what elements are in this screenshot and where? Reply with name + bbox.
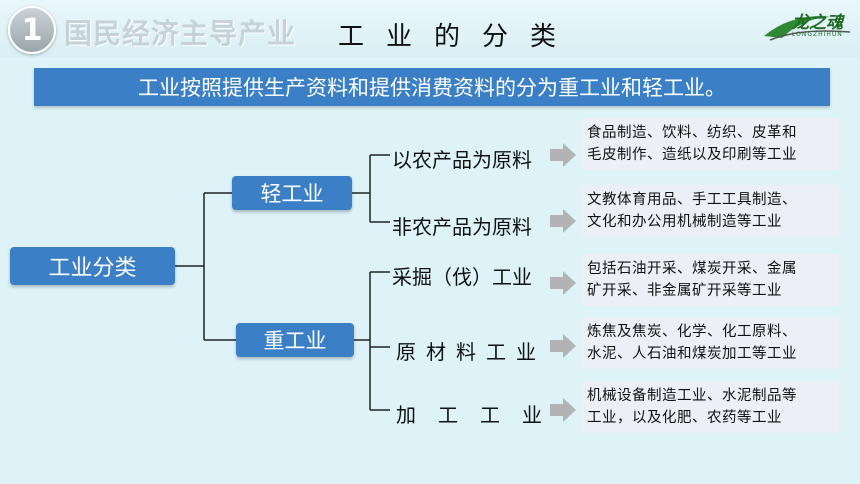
title-bar: 1 国民经济主导产业 工业的分类 龙之魂 LONGZHIHUN <box>0 0 860 58</box>
desc-line: 包括石油开采、煤炭开采、金属 <box>587 261 797 277</box>
desc-raw-materials-industry: 炼焦及焦炭、化学、化工原料、 水泥、人石油和煤炭加工等工业 <box>581 317 839 369</box>
desc-line: 文教体育用品、手工工具制造、 <box>587 192 797 208</box>
section-title: 国民经济主导产业 <box>64 17 297 50</box>
arrow-right-icon <box>550 209 576 233</box>
desc-non-agricultural-materials: 文教体育用品、手工工具制造、 文化和办公用机械制造等工业 <box>581 185 839 237</box>
desc-line: 水泥、人石油和煤炭加工等工业 <box>587 346 797 362</box>
page-title: 工业的分类 <box>338 22 579 52</box>
desc-line: 文化和办公用机械制造等工业 <box>587 214 782 230</box>
category-extraction-industry: 采掘（伐）工业 <box>392 265 532 289</box>
desc-line: 矿开采、非金属矿开采等工业 <box>587 283 782 299</box>
desc-line: 炼焦及焦炭、化学、化工原料、 <box>587 324 797 340</box>
logo-subtext: LONGZHIHUN <box>792 31 843 38</box>
desc-line: 工业，以及化肥、农药等工业 <box>587 410 782 426</box>
light-industry-node: 轻工业 <box>232 176 352 210</box>
arrow-right-icon <box>550 334 576 358</box>
section-number-badge: 1 <box>8 6 56 54</box>
desc-line: 毛皮制作、造纸以及印刷等工业 <box>587 147 797 163</box>
root-node: 工业分类 <box>10 247 175 285</box>
arrow-right-icon <box>550 398 576 422</box>
category-raw-materials-industry: 原材料工业 <box>396 340 546 364</box>
heavy-industry-node: 重工业 <box>236 323 354 357</box>
arrow-right-icon <box>550 271 576 295</box>
logo-text: 龙之魂 <box>792 13 843 33</box>
category-processing-industry: 加工工业 <box>396 403 564 427</box>
desc-line: 机械设备制造工业、水泥制品等 <box>587 388 797 404</box>
category-agricultural-materials: 以农产品为原料 <box>392 148 532 172</box>
category-non-agricultural-materials: 非农产品为原料 <box>392 215 532 239</box>
desc-extraction-industry: 包括石油开采、煤炭开采、金属 矿开采、非金属矿开采等工业 <box>581 254 839 306</box>
arrow-right-icon <box>550 143 576 167</box>
logo-icon <box>764 15 851 41</box>
desc-processing-industry: 机械设备制造工业、水泥制品等 工业，以及化肥、农药等工业 <box>581 381 839 433</box>
desc-agricultural-materials: 食品制造、饮料、纺织、皮革和 毛皮制作、造纸以及印刷等工业 <box>581 118 839 170</box>
definition-banner: 工业按照提供生产资料和提供消费资料的分为重工业和轻工业。 <box>34 68 830 106</box>
desc-line: 食品制造、饮料、纺织、皮革和 <box>587 125 797 141</box>
